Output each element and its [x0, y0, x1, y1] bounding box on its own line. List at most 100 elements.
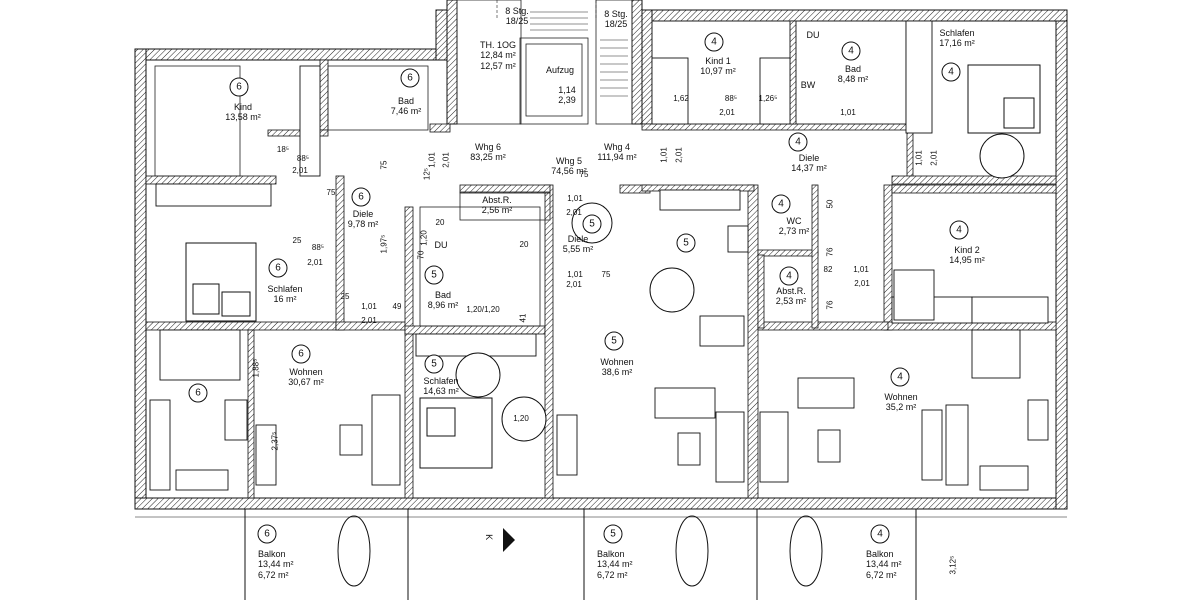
dimension-label: 2,01 [929, 150, 939, 166]
dimension-label: 2,01 [361, 316, 377, 325]
dimension-label: 1,26⁵ [758, 94, 778, 103]
unit-6-marker: 6 [188, 383, 208, 403]
dimension-label: 2,01 [441, 152, 451, 168]
unit-4-marker: 4 [771, 194, 791, 214]
dimension-label: 1,01 [659, 147, 669, 163]
cellar-marker-label: K [484, 534, 495, 541]
dimension-label: 1,01 [361, 302, 377, 311]
dimension-label: 2,37⁵ [270, 431, 280, 451]
unit-6-marker: 6 [229, 77, 249, 97]
unit-4-marker: 4 [941, 62, 961, 82]
stairs [496, 0, 628, 97]
dimension-label: 3,12⁵ [948, 555, 958, 575]
round-fixtures [337, 133, 1025, 587]
unit-4-marker: 4 [788, 132, 808, 152]
beds [185, 64, 1041, 469]
dimension-label: 2,01 [719, 108, 735, 117]
dimension-label: 76 [825, 300, 835, 310]
balcony-6-marker: 6 [257, 524, 277, 544]
dimension-label: 1,62 [673, 94, 689, 103]
dimension-label: 70 [416, 250, 426, 260]
unit-6-marker: 6 [351, 187, 371, 207]
dimension-label: 88⁵ [724, 94, 738, 103]
dimension-label: 82 [823, 265, 833, 274]
unit-5-marker: 5 [676, 233, 696, 253]
dimension-label: 1,20/1,20 [466, 305, 500, 314]
unit-4-marker: 4 [890, 367, 910, 387]
bathtub-label-4: BW [800, 80, 816, 90]
dimension-label: 2,01 [292, 166, 308, 175]
dimension-label: 75 [579, 170, 589, 179]
dimension-label: 2,01 [674, 147, 684, 163]
dimension-label: 1,01 [567, 194, 583, 203]
exterior-walls [134, 0, 1068, 510]
dimension-label: 12⁵ [422, 167, 432, 181]
dimension-label: 2,01 [566, 280, 582, 289]
dimension-label: 1,01 [914, 150, 924, 166]
unit-4-marker: 4 [704, 32, 724, 52]
unit-6-marker: 6 [268, 258, 288, 278]
shower-label-4: DU [806, 30, 820, 40]
unit-6-marker: 6 [400, 68, 420, 88]
dimension-label: 76 [825, 247, 835, 257]
unit-4-marker: 4 [779, 266, 799, 286]
stairs-left-label: 8 Stg.18/25 [505, 6, 529, 27]
dimension-label: 41 [518, 313, 528, 323]
dimension-label: 1,01 [567, 270, 583, 279]
dimension-label: 18⁵ [276, 145, 290, 154]
dimension-label: 1,20 [513, 414, 529, 423]
unit-6-marker: 6 [291, 344, 311, 364]
dimension-label: 1,97⁵ [379, 234, 389, 254]
room-abstellraum-4: Abst.R.2,53 m² [775, 286, 807, 307]
dimension-label: 1,01 [427, 152, 437, 168]
dimension-label: 20 [519, 240, 529, 249]
dimension-label: 2,01 [566, 208, 582, 217]
dimension-label: 2,01 [307, 258, 323, 267]
dimension-label: 1,20 [419, 230, 429, 246]
balcony [135, 509, 1067, 600]
dimension-label: 75 [601, 270, 611, 279]
dimension-label: 88⁵ [311, 243, 325, 252]
dimension-label: 25 [292, 236, 302, 245]
unit-4-marker: 4 [841, 41, 861, 61]
dimension-label: 50 [825, 199, 835, 209]
dimension-label: 1,01 [853, 265, 869, 274]
dimension-label: 49 [392, 302, 402, 311]
unit-5-marker: 5 [424, 265, 444, 285]
interior-walls [145, 20, 1057, 499]
balcony-5-marker: 5 [603, 524, 623, 544]
dimension-label: 20 [435, 218, 445, 227]
room-abstellraum-5: Abst.R.2,56 m² [481, 195, 513, 216]
dimension-label: 1,88⁵ [251, 358, 261, 378]
dimension-label: 2,01 [854, 279, 870, 288]
balcony-4-marker: 4 [870, 524, 890, 544]
dimension-label: 75 [326, 188, 336, 197]
unit-4-marker: 4 [949, 220, 969, 240]
unit-5-marker: 5 [424, 354, 444, 374]
lift-label: Aufzug [545, 65, 575, 75]
dimension-label: 1,01 [840, 108, 856, 117]
